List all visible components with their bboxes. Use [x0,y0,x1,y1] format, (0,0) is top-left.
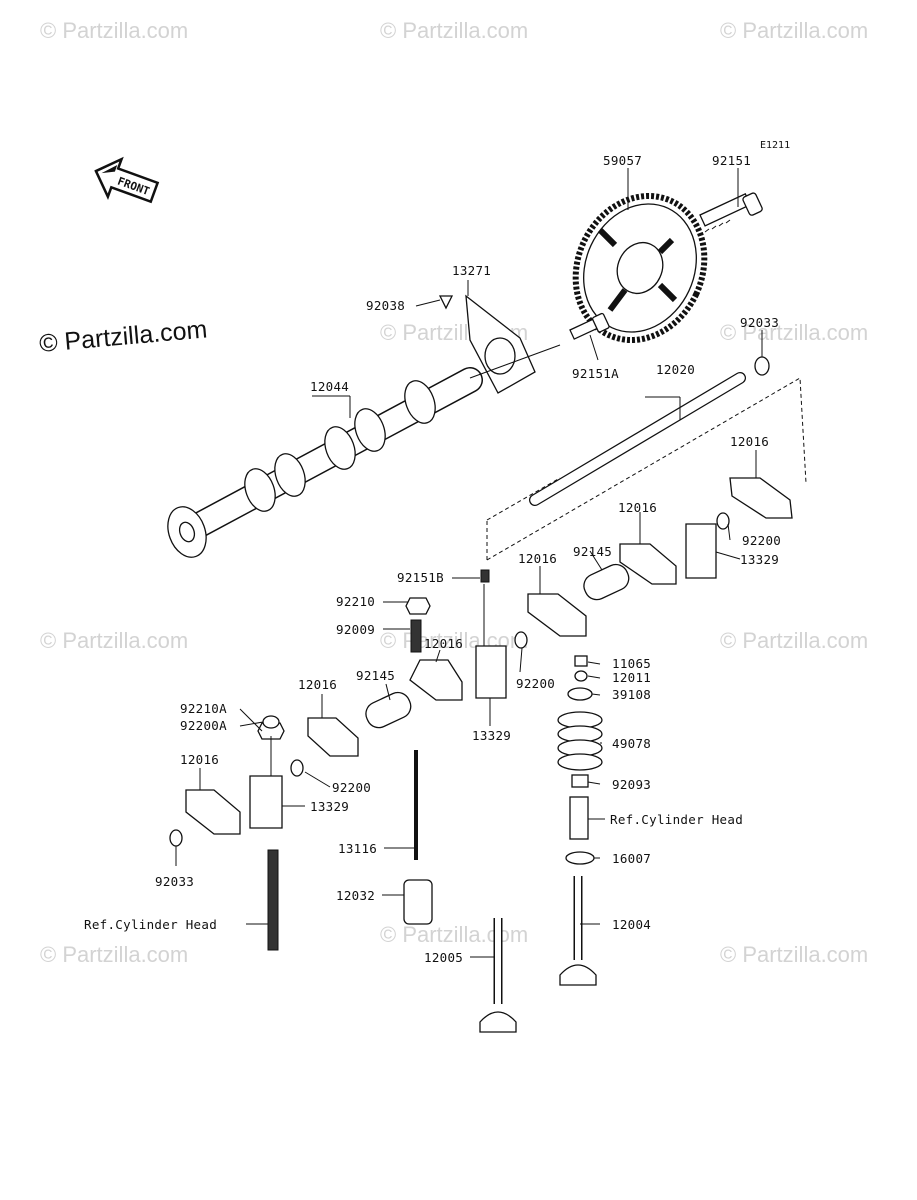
tappet [403,879,433,925]
part-label-92038: 92038 [366,298,405,313]
part-label-92200: 92200 [516,676,555,691]
washer-92200 [514,631,528,649]
rocker-springs [365,563,630,729]
nut-92210A [257,722,285,740]
part-label-92145: 92145 [573,544,612,559]
part-label-92151B: 92151B [397,570,444,585]
assembly-dash-line [486,377,807,561]
rocker-arms [185,477,793,835]
part-label-92145: 92145 [356,668,395,683]
part-label-12005: 12005 [424,950,463,965]
diagram-code: E1211 [760,140,790,151]
part-label-12032: 12032 [336,888,375,903]
leader-lines [175,168,763,958]
watermark: © Partzilla.com [40,18,188,43]
washer-92200 [290,759,304,777]
watermark: © Partzilla.com [380,922,528,947]
part-label-12016: 12016 [618,500,657,515]
washer-92200 [716,512,730,530]
part-label-92151A: 92151A [572,366,619,381]
watermark: © Partzilla.com [40,942,188,967]
part-label-13271: 13271 [452,263,491,278]
part-label-92151: 92151 [712,153,751,168]
part-label-12016: 12016 [518,551,557,566]
part-label-92210A: 92210A [180,701,227,716]
watermark: © Partzilla.com [720,628,868,653]
washer-92200A [262,715,280,729]
brand-watermark: © Partzilla.com [38,315,208,358]
stud-ref-cylinder [267,849,279,951]
part-label-13329: 13329 [310,799,349,814]
stud-92009 [410,619,422,653]
key-92038 [438,295,454,310]
ref-cylinder-head-label: Ref.Cylinder Head [84,917,217,932]
part-labels: 59057 92151 13271 92038 92033 12044 9215… [84,153,781,965]
ref-cylinder-head-label: Ref.Cylinder Head [610,812,743,827]
part-label-11065: 11065 [612,656,651,671]
part-label-12016: 12016 [298,677,337,692]
part-label-92093: 92093 [612,777,651,792]
part-label-12004: 12004 [612,917,651,932]
part-label-59057: 59057 [603,153,642,168]
part-label-92200: 92200 [332,780,371,795]
part-label-12016: 12016 [730,434,769,449]
watermarks: © Partzilla.com © Partzilla.com © Partzi… [40,18,868,967]
bolt-92151A [569,312,610,340]
screw-92151B [480,569,490,583]
watermark: © Partzilla.com [720,942,868,967]
watermark: © Partzilla.com [720,320,868,345]
part-label-12044: 12044 [310,379,349,394]
part-label-92009: 92009 [336,622,375,637]
watermark: © Partzilla.com [40,628,188,653]
valve-train [557,655,603,986]
part-label-13116: 13116 [338,841,377,856]
part-label-13329: 13329 [740,552,779,567]
thrust-plate [465,294,536,394]
camshaft [167,344,561,558]
part-label-92200A: 92200A [180,718,227,733]
assembly-dash-line [486,477,561,521]
part-label-13329: 13329 [472,728,511,743]
part-label-92033: 92033 [155,874,194,889]
part-label-49078: 49078 [612,736,651,751]
front-arrow-icon: FRONT [94,156,160,204]
part-label-12016: 12016 [180,752,219,767]
part-label-39108: 39108 [612,687,651,702]
part-label-12020: 12020 [656,362,695,377]
ring-92033 [754,356,770,376]
part-label-92210: 92210 [336,594,375,609]
part-label-92200: 92200 [742,533,781,548]
watermark: © Partzilla.com [380,18,528,43]
part-label-12011: 12011 [612,670,651,685]
ring-92033 [169,829,183,847]
part-label-92033: 92033 [740,315,779,330]
nut-92210 [405,597,431,615]
watermark: © Partzilla.com [720,18,868,43]
valve-12005 [479,918,517,1033]
camshaft-gear [572,192,708,344]
bolt-92151 [699,192,763,233]
rocker-supports [249,523,717,829]
part-label-12016: 12016 [424,636,463,651]
part-label-16007: 16007 [612,851,651,866]
rocker-shaft [529,372,746,506]
